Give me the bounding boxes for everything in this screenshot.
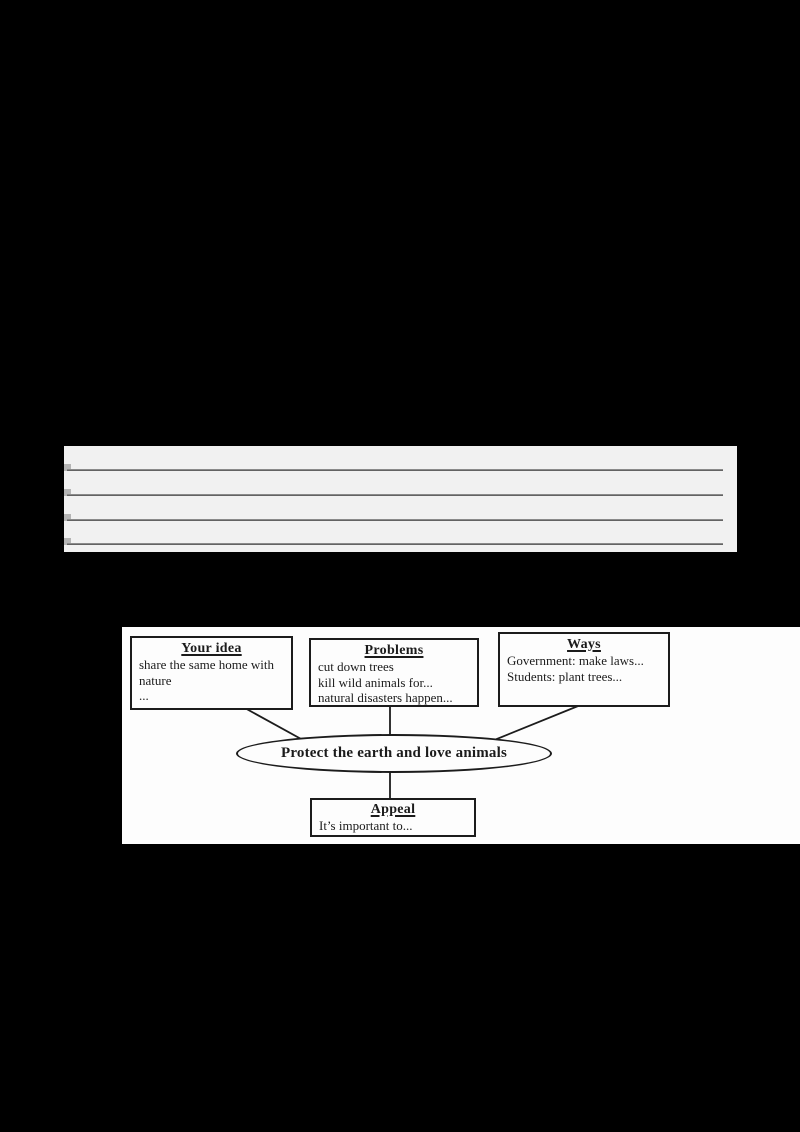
answer-line: [67, 494, 723, 496]
problems-title: Problems: [364, 643, 424, 658]
answer-lines-panel: [64, 446, 737, 552]
ways-title: Ways: [567, 637, 601, 652]
problems-box: Problems cut down trees kill wild animal…: [309, 638, 479, 707]
center-topic-label: Protect the earth and love animals: [280, 745, 508, 761]
ways-line: Students: plant trees...: [507, 668, 623, 684]
answer-line-marker: [64, 464, 71, 471]
answer-line: [67, 519, 723, 521]
answer-line: [67, 469, 723, 471]
answer-line-marker: [64, 538, 71, 545]
your-idea-line: nature: [139, 672, 172, 688]
your-idea-title: Your idea: [181, 641, 242, 656]
ways-line: Government: make laws...: [507, 653, 644, 668]
center-topic-ellipse: Protect the earth and love animals: [236, 734, 552, 773]
appeal-box: Appeal It’s important to...: [310, 798, 476, 837]
answer-line: [67, 543, 723, 545]
problems-line: cut down trees: [318, 659, 394, 674]
appeal-title: Appeal: [370, 802, 416, 817]
your-idea-line: share the same home with: [139, 657, 275, 672]
mind-map-diagram: Your idea share the same home with natur…: [122, 627, 800, 844]
connector-ways-to-center: [481, 701, 589, 746]
your-idea-line: ...: [139, 688, 149, 703]
problems-line: kill wild animals for...: [318, 674, 433, 690]
answer-line-marker: [64, 514, 71, 521]
problems-line: natural disasters happen...: [318, 690, 453, 705]
answer-line-marker: [64, 489, 71, 496]
appeal-line: It’s important to...: [319, 818, 413, 833]
ways-box: Ways Government: make laws... Students: …: [498, 632, 670, 707]
your-idea-box: Your idea share the same home with natur…: [130, 636, 293, 710]
